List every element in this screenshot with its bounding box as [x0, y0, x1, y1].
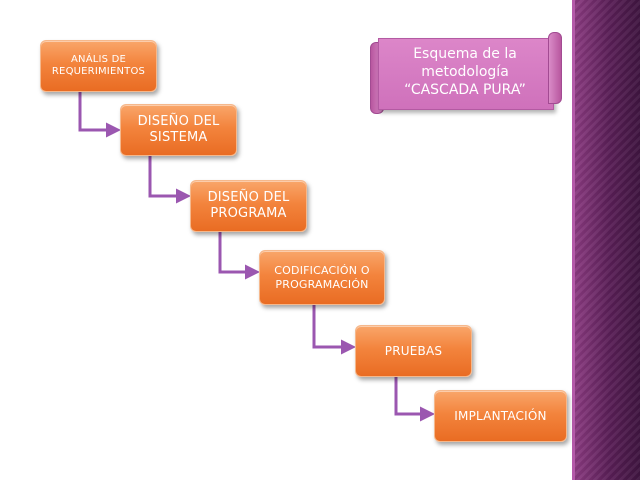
- step-implantacion: IMPLANTACIÓN: [434, 390, 567, 442]
- step-label-line: DISEÑO DEL: [137, 113, 220, 129]
- step-pruebas: PRUEBAS: [355, 325, 472, 377]
- connector-arrow-1: [78, 90, 121, 138]
- step-label-line: SISTEMA: [149, 130, 208, 145]
- banner-title-line: Esquema de la: [413, 46, 517, 63]
- step-label-line: PROGRAMACIÓN: [275, 277, 369, 291]
- connector-arrow-3: [218, 230, 260, 280]
- step-diseno-sistema: DISEÑO DEL SISTEMA: [120, 104, 237, 156]
- step-label-line: ANÁLIS DE: [70, 53, 127, 65]
- scroll-curl-right: [548, 32, 562, 104]
- connector-arrow-5: [394, 375, 435, 422]
- step-label-line: IMPLANTACIÓN: [454, 408, 547, 423]
- step-codificacion-programacion: CODIFICACIÓN O PROGRAMACIÓN: [259, 250, 385, 305]
- connector-arrow-4: [312, 303, 356, 355]
- banner-title: Esquema de la metodología “CASCADA PURA”: [384, 40, 546, 106]
- step-label-line: PROGRAMA: [210, 206, 287, 221]
- title-scroll-banner: Esquema de la metodología “CASCADA PURA”: [366, 32, 562, 114]
- step-label-line: CODIFICACIÓN O: [274, 263, 370, 277]
- step-label-line: PRUEBAS: [384, 343, 443, 358]
- step-label-line: REQUERIMIENTOS: [51, 66, 146, 77]
- step-diseno-programa: DISEÑO DEL PROGRAMA: [190, 180, 307, 232]
- step-analisis-requerimientos: ANÁLIS DE REQUERIMIENTOS: [40, 40, 157, 92]
- connector-arrow-2: [148, 154, 191, 204]
- banner-title-line: “CASCADA PURA”: [404, 81, 526, 98]
- banner-title-line: metodología: [421, 64, 509, 81]
- scroll-body: [378, 38, 554, 110]
- step-label-line: DISEÑO DEL: [207, 189, 290, 205]
- side-decoration-band: [572, 0, 640, 480]
